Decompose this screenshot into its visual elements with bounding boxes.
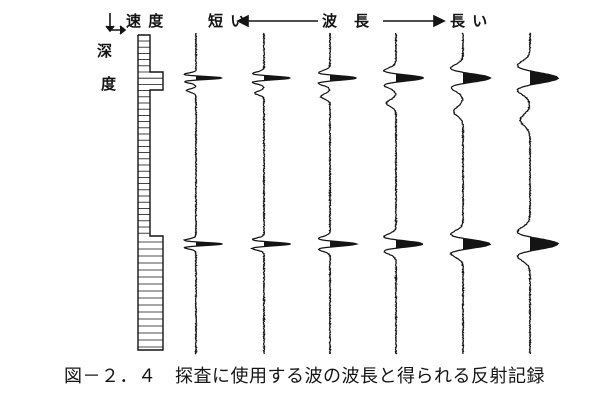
reflection-lobe bbox=[463, 72, 490, 84]
reflection-lobe bbox=[264, 241, 290, 247]
right-arrow-icon bbox=[383, 14, 446, 28]
depth-label-char-2: 度 bbox=[101, 75, 118, 93]
reflection-lobe bbox=[330, 74, 356, 82]
seismic-trace bbox=[317, 32, 359, 355]
short-wavelength-label: 短 い bbox=[208, 12, 247, 30]
reflection-lobe bbox=[196, 75, 222, 81]
depth-label-char-1: 深 bbox=[97, 42, 114, 60]
reflection-lobe bbox=[530, 236, 558, 252]
seismic-trace bbox=[516, 32, 560, 355]
reflection-lobe bbox=[196, 241, 222, 247]
axis-arrows-icon bbox=[105, 13, 127, 35]
seismic-trace bbox=[182, 32, 224, 355]
velocity-label: 速 度 bbox=[126, 12, 165, 30]
left-arrow-icon bbox=[236, 14, 318, 28]
reflection-lobe bbox=[530, 70, 558, 86]
velocity-column-outline bbox=[137, 34, 164, 351]
long-wavelength-label: 長 い bbox=[450, 12, 489, 30]
reflection-lobe bbox=[330, 240, 356, 248]
velocity-model-column bbox=[137, 34, 164, 351]
reflection-lobe bbox=[264, 75, 290, 81]
reflection-lobe bbox=[463, 238, 490, 250]
reflection-lobe bbox=[396, 239, 423, 249]
seismic-trace bbox=[249, 32, 292, 355]
seismic-traces bbox=[182, 32, 560, 355]
seismic-trace bbox=[449, 32, 492, 354]
reflection-lobe bbox=[396, 73, 423, 83]
figure-caption: 図－２．４ 探査に使用する波の波長と得られる反射記録 bbox=[64, 366, 545, 387]
wavelength-label: 波 長 bbox=[322, 12, 371, 30]
seismic-trace bbox=[382, 32, 425, 355]
